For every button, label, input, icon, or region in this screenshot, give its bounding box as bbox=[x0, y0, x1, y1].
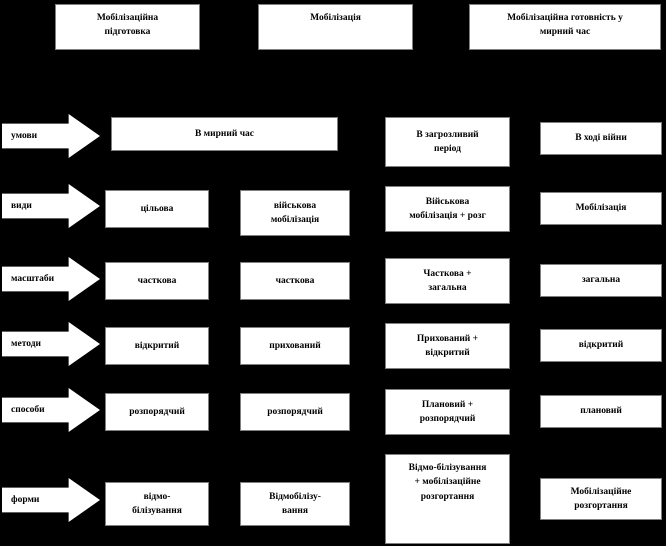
cell-open: відкритий bbox=[105, 327, 209, 365]
cell-open-2: відкритий bbox=[540, 329, 662, 362]
cell-label: загальна bbox=[581, 275, 621, 286]
cell-during-war: В ході війни bbox=[540, 122, 662, 155]
cell-partial-2: часткова bbox=[240, 262, 350, 300]
cell-directive-2: розпорядчий bbox=[240, 393, 350, 431]
header-box-mobilization-preparation: Мобілізаційна підготовка bbox=[55, 4, 200, 50]
cell-demobilization-2: Відмобілізу- вання bbox=[240, 482, 350, 526]
cell-label: Мобілізація bbox=[575, 203, 627, 214]
row-arrow-conditions: умови bbox=[2, 114, 100, 158]
cell-demobilization: відмо- білізування bbox=[105, 482, 209, 526]
cell-label: Військова мобілізація + розг bbox=[409, 196, 486, 221]
row-arrow-forms: форми bbox=[2, 478, 100, 522]
cell-covert-plus-open: Прихований + відкритий bbox=[385, 323, 510, 369]
row-arrow-label: умови bbox=[11, 131, 38, 141]
cell-label: відмо- білізування bbox=[132, 491, 182, 516]
row-arrow-label: форми bbox=[11, 495, 40, 505]
cell-label: Відмо-білізування + мобілізаційне розгор… bbox=[408, 463, 487, 502]
cell-label: В мирний час bbox=[194, 128, 255, 139]
cell-label: Прихований + відкритий bbox=[416, 333, 479, 358]
cell-label: відкритий bbox=[134, 340, 180, 351]
cell-targeted: цільова bbox=[105, 190, 209, 228]
header-box-label: Мобілізаційна підготовка bbox=[96, 13, 159, 38]
cell-threat-period: В загрозливий період bbox=[385, 117, 510, 167]
header-box-mobilization-readiness-peacetime: Мобілізаційна готовність у мирний час bbox=[469, 4, 661, 50]
cell-label: розпорядчий bbox=[267, 406, 323, 417]
cell-planned: плановий bbox=[540, 395, 662, 428]
cell-military-mobilization: військова мобілізація bbox=[240, 190, 350, 236]
row-arrow-scale: масштаби bbox=[2, 257, 100, 301]
cell-mobilization-deployment: Мобілізаційне розгортання bbox=[540, 478, 662, 520]
cell-label: часткова bbox=[137, 275, 177, 286]
cell-label: Плановий + розпорядчий bbox=[419, 399, 476, 424]
cell-partial: часткова bbox=[105, 262, 209, 300]
cell-general: загальна bbox=[540, 264, 662, 297]
header-box-mobilization: Мобілізація bbox=[258, 4, 413, 50]
cell-planned-plus-directive: Плановий + розпорядчий bbox=[385, 389, 510, 435]
cell-label: військова мобілізація bbox=[270, 200, 320, 225]
row-arrow-ways: способи bbox=[2, 388, 100, 432]
cell-peacetime: В мирний час bbox=[111, 117, 338, 151]
row-arrow-label: способи bbox=[11, 405, 45, 415]
header-box-label: Мобілізація bbox=[310, 13, 361, 23]
cell-covert: прихований bbox=[240, 327, 350, 365]
cell-label: Відмобілізу- вання bbox=[269, 491, 321, 516]
cell-label: Мобілізаційне розгортання bbox=[570, 486, 632, 511]
row-arrow-label: види bbox=[11, 201, 32, 211]
cell-label: В загрозливий період bbox=[416, 129, 479, 154]
header-box-label: Мобілізаційна готовність у мирний час bbox=[507, 13, 623, 38]
cell-label: цільова bbox=[140, 203, 174, 214]
row-arrow-label: методи bbox=[11, 339, 41, 349]
cell-directive: розпорядчий bbox=[105, 393, 209, 431]
cell-label: В ході війни bbox=[575, 133, 627, 144]
cell-label: розпорядчий bbox=[129, 406, 185, 417]
row-arrow-label: масштаби bbox=[11, 274, 55, 284]
cell-demobilization-plus-mobilization-deployment: Відмо-білізування + мобілізаційне розгор… bbox=[385, 454, 510, 544]
cell-label: Часткова + загальна bbox=[423, 268, 472, 293]
cell-military-mobilization-plus-deployment: Військова мобілізація + розг bbox=[385, 186, 510, 232]
cell-label: прихований bbox=[269, 340, 321, 351]
cell-label: плановий bbox=[580, 406, 622, 417]
row-arrow-types: види bbox=[2, 184, 100, 228]
cell-label: часткова bbox=[275, 275, 315, 286]
row-arrow-methods: методи bbox=[2, 322, 100, 366]
cell-label: відкритий bbox=[578, 340, 624, 351]
cell-partial-plus-general: Часткова + загальна bbox=[385, 258, 510, 304]
cell-mobilization: Мобілізація bbox=[540, 192, 662, 225]
